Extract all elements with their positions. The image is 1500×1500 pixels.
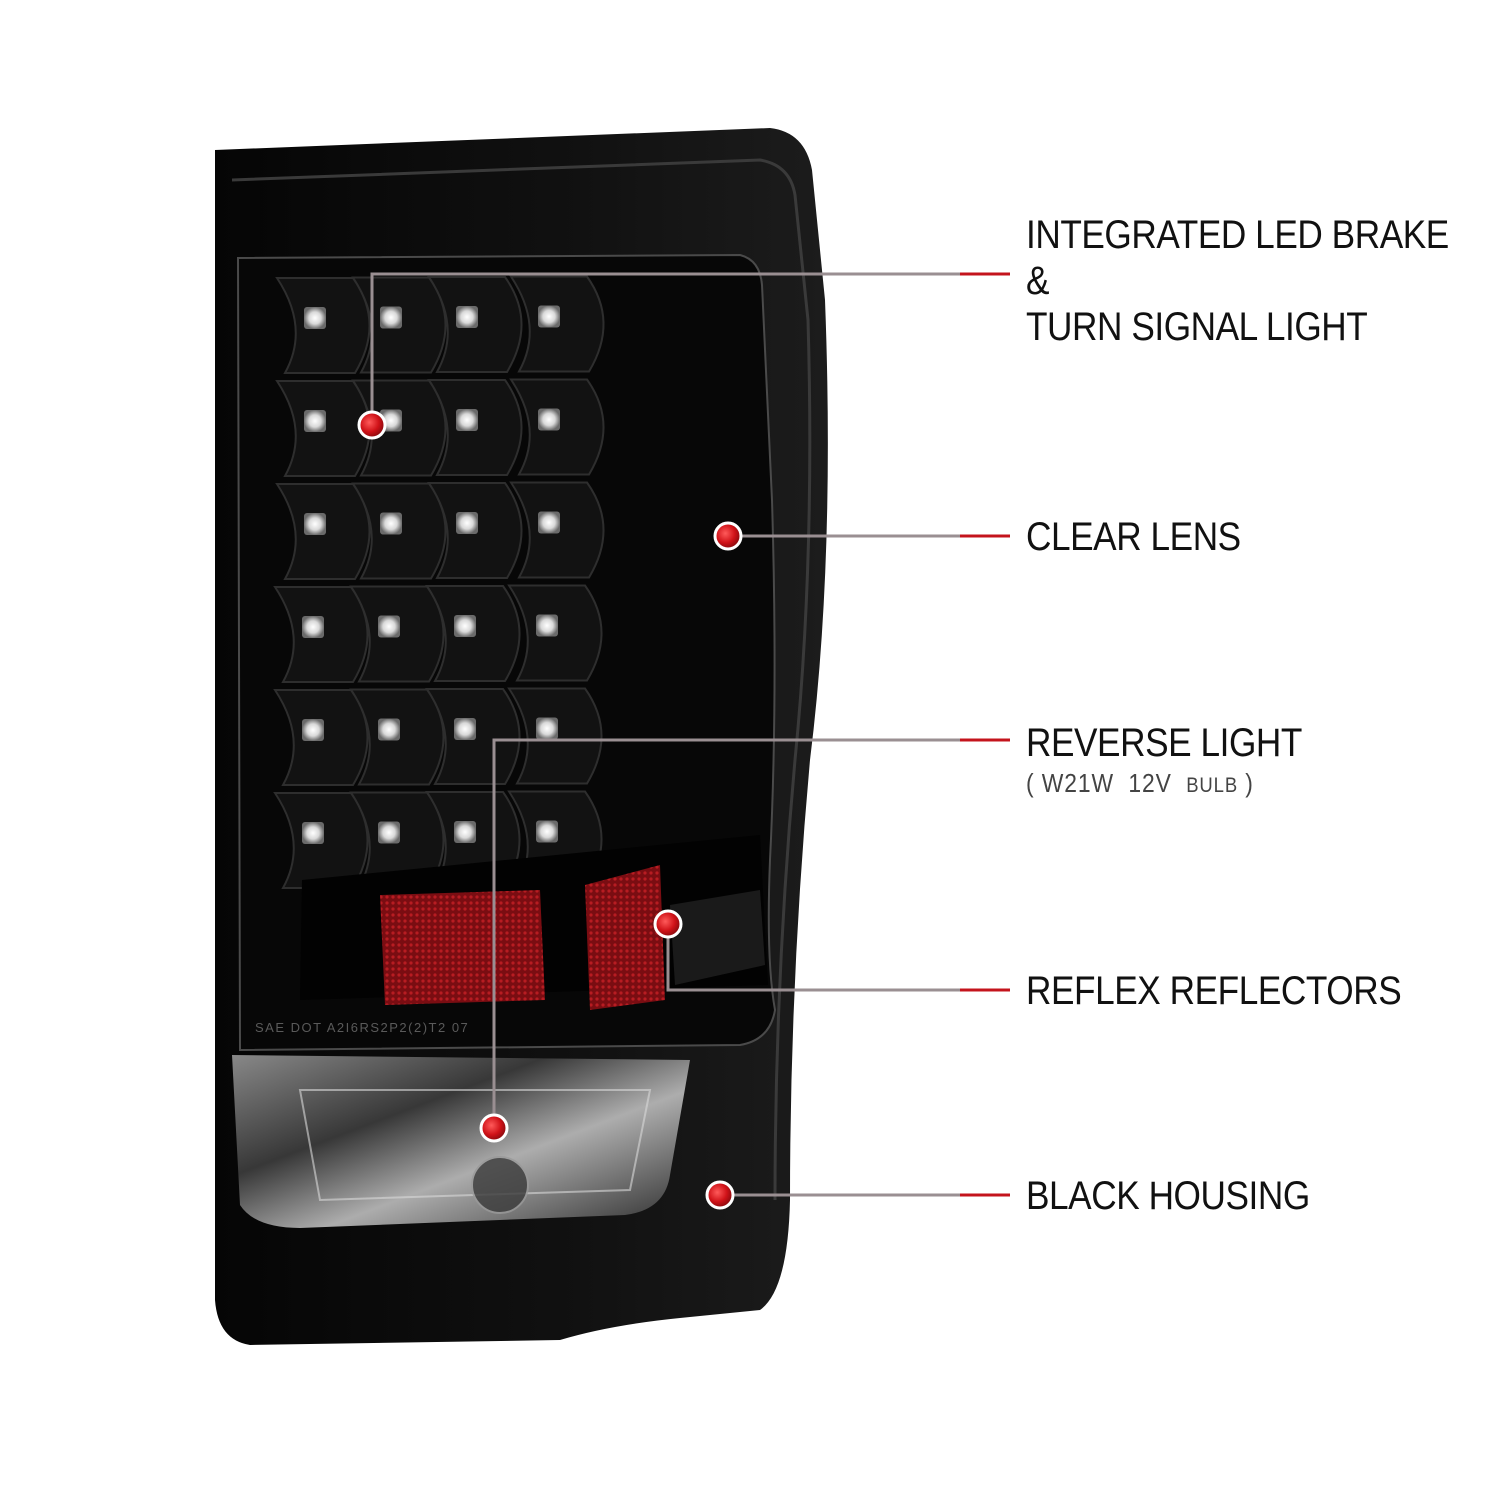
red-dot-marker-icon: [357, 410, 387, 440]
leader-reverse: [492, 738, 960, 1128]
callout-brake-line-2: &: [1026, 259, 1050, 303]
led-chip: [302, 616, 324, 638]
led-chip: [538, 305, 560, 328]
leader-brake: [370, 272, 960, 425]
led-chip: [302, 822, 324, 844]
led-chip: [536, 614, 558, 637]
red-dot-marker-icon: [653, 909, 683, 939]
reverse-light-lens: [232, 1055, 690, 1228]
markers: [357, 410, 743, 1210]
led-chip: [378, 821, 400, 844]
red-dot-marker-icon: [713, 521, 743, 551]
led-array: [273, 275, 605, 889]
led-chip: [536, 717, 558, 740]
callout-reverse-bulb-spec: ( W21W 12V BULB ): [1026, 768, 1302, 801]
led-chip: [454, 821, 476, 843]
red-dot-marker-icon: [705, 1180, 735, 1210]
led-chip: [380, 306, 402, 329]
led-chip: [304, 513, 326, 535]
callout-brake-line-1: INTEGRATED LED BRAKE: [1026, 213, 1449, 257]
led-chip: [454, 718, 476, 740]
callout-housing: BLACK HOUSING: [1026, 1173, 1310, 1219]
lens-marking: SAE DOT A2I6RS2P2(2)T2 07: [255, 1020, 469, 1035]
led-chip: [538, 511, 560, 534]
callout-brake: INTEGRATED LED BRAKE & TURN SIGNAL LIGHT: [1026, 212, 1449, 350]
led-chip: [536, 820, 558, 843]
callout-housing-line-1: BLACK HOUSING: [1026, 1174, 1310, 1218]
reflector-ledge: [670, 890, 765, 985]
callout-reverse: REVERSE LIGHT ( W21W 12V BULB ): [1026, 720, 1302, 801]
led-chip: [304, 410, 326, 432]
led-chip: [378, 718, 400, 741]
leader-reflex: [666, 925, 960, 992]
reflex-reflector-right: [585, 865, 665, 1010]
reflex-reflector-left: [380, 890, 545, 1005]
led-chip: [302, 719, 324, 741]
callout-brake-line-3: TURN SIGNAL LIGHT: [1026, 305, 1368, 349]
bulb-spec-word: BULB: [1186, 774, 1239, 797]
bulb-spec-open: (: [1026, 768, 1035, 798]
led-chip: [378, 615, 400, 638]
callout-reverse-line-1: REVERSE LIGHT: [1026, 721, 1302, 765]
led-chip: [538, 408, 560, 431]
housing-edge-highlight: [231, 158, 812, 1201]
led-chip: [456, 306, 478, 328]
callout-reflex: REFLEX REFLECTORS: [1026, 968, 1402, 1014]
red-dot-marker-icon: [479, 1113, 509, 1143]
bulb-spec-voltage: 12V: [1128, 768, 1172, 798]
led-chip: [380, 512, 402, 535]
led-chip: [456, 512, 478, 534]
callout-lens: CLEAR LENS: [1026, 514, 1241, 560]
leader-lines: [370, 272, 1010, 1197]
reverse-bulb: [471, 1156, 529, 1214]
callout-lens-line-1: CLEAR LENS: [1026, 515, 1241, 559]
bulb-spec-type: W21W: [1041, 768, 1114, 798]
callout-reflex-line-1: REFLEX REFLECTORS: [1026, 969, 1402, 1013]
led-chip: [456, 409, 478, 431]
reverse-lens-facet: [298, 1089, 652, 1202]
bulb-spec-close: ): [1245, 768, 1254, 798]
led-chip: [454, 615, 476, 637]
led-chip: [304, 307, 326, 329]
